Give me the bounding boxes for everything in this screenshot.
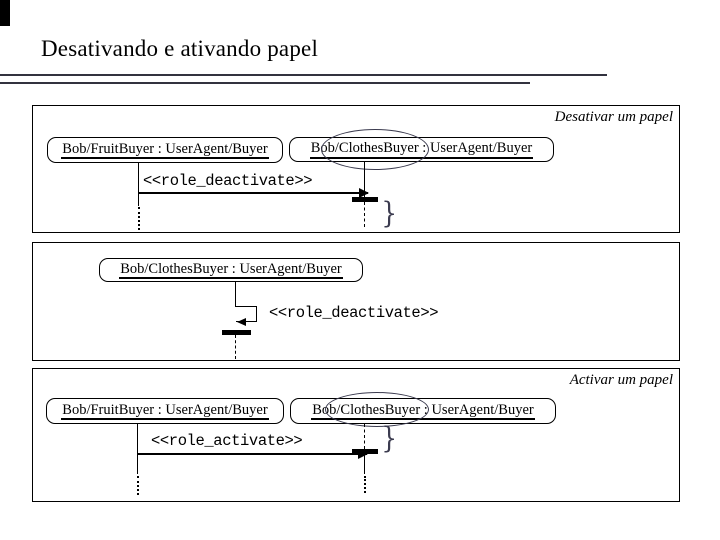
message-label: <<role_deactivate>>: [143, 172, 313, 190]
curly-brace: }: [381, 421, 398, 455]
message-arrow: [138, 188, 369, 198]
deactivation-bar: [352, 197, 378, 202]
object-box-fruitbuyer: Bob/FruitBuyer : UserAgent/Buyer: [46, 398, 284, 424]
lifeline: [137, 424, 138, 474]
lifeline-dashed: [364, 424, 365, 449]
role-ellipse: [325, 392, 429, 427]
object-box-clothesbuyer: Bob/ClothesBuyer : UserAgent/Buyer: [99, 258, 363, 282]
arrowhead-icon: [237, 318, 246, 326]
panel-deactivate-sequence: Desativar um papel Bob/FruitBuyer : User…: [32, 105, 680, 233]
activation-bar: [352, 449, 378, 454]
lifeline-dotted: [138, 207, 140, 230]
panel-self-deactivate: Bob/ClothesBuyer : UserAgent/Buyer <<rol…: [32, 242, 680, 361]
lifeline-dashed: [235, 335, 236, 359]
slide-title: Desativando e ativando papel: [41, 36, 319, 61]
title-rule-top: [0, 74, 607, 76]
object-label: Bob/FruitBuyer : UserAgent/Buyer: [61, 402, 269, 421]
panel-activate-sequence: Activar um papel Bob/FruitBuyer : UserAg…: [32, 368, 680, 502]
message-label: <<role_deactivate>>: [269, 304, 439, 322]
lifeline: [364, 161, 365, 198]
curly-brace: }: [381, 196, 398, 230]
lifeline: [235, 282, 236, 307]
object-label: Bob/FruitBuyer : UserAgent/Buyer: [61, 141, 269, 160]
panel-caption: Activar um papel: [569, 372, 673, 388]
message-label: <<role_activate>>: [151, 432, 303, 450]
panel-caption: Desativar um papel: [554, 109, 673, 125]
role-ellipse: [321, 129, 429, 170]
lifeline-dotted: [364, 476, 366, 493]
title-rule-bottom: [0, 82, 530, 84]
object-box-fruitbuyer: Bob/FruitBuyer : UserAgent/Buyer: [47, 137, 283, 163]
arrowhead-icon: [358, 449, 368, 459]
lifeline: [138, 163, 139, 206]
message-arrow: [137, 449, 368, 459]
slide-accent-bar: [0, 0, 10, 26]
lifeline-dashed: [364, 202, 365, 227]
lifeline: [364, 454, 365, 474]
object-label: Bob/ClothesBuyer : UserAgent/Buyer: [119, 261, 343, 280]
lifeline-dotted: [137, 476, 139, 495]
deactivation-bar: [222, 330, 251, 335]
